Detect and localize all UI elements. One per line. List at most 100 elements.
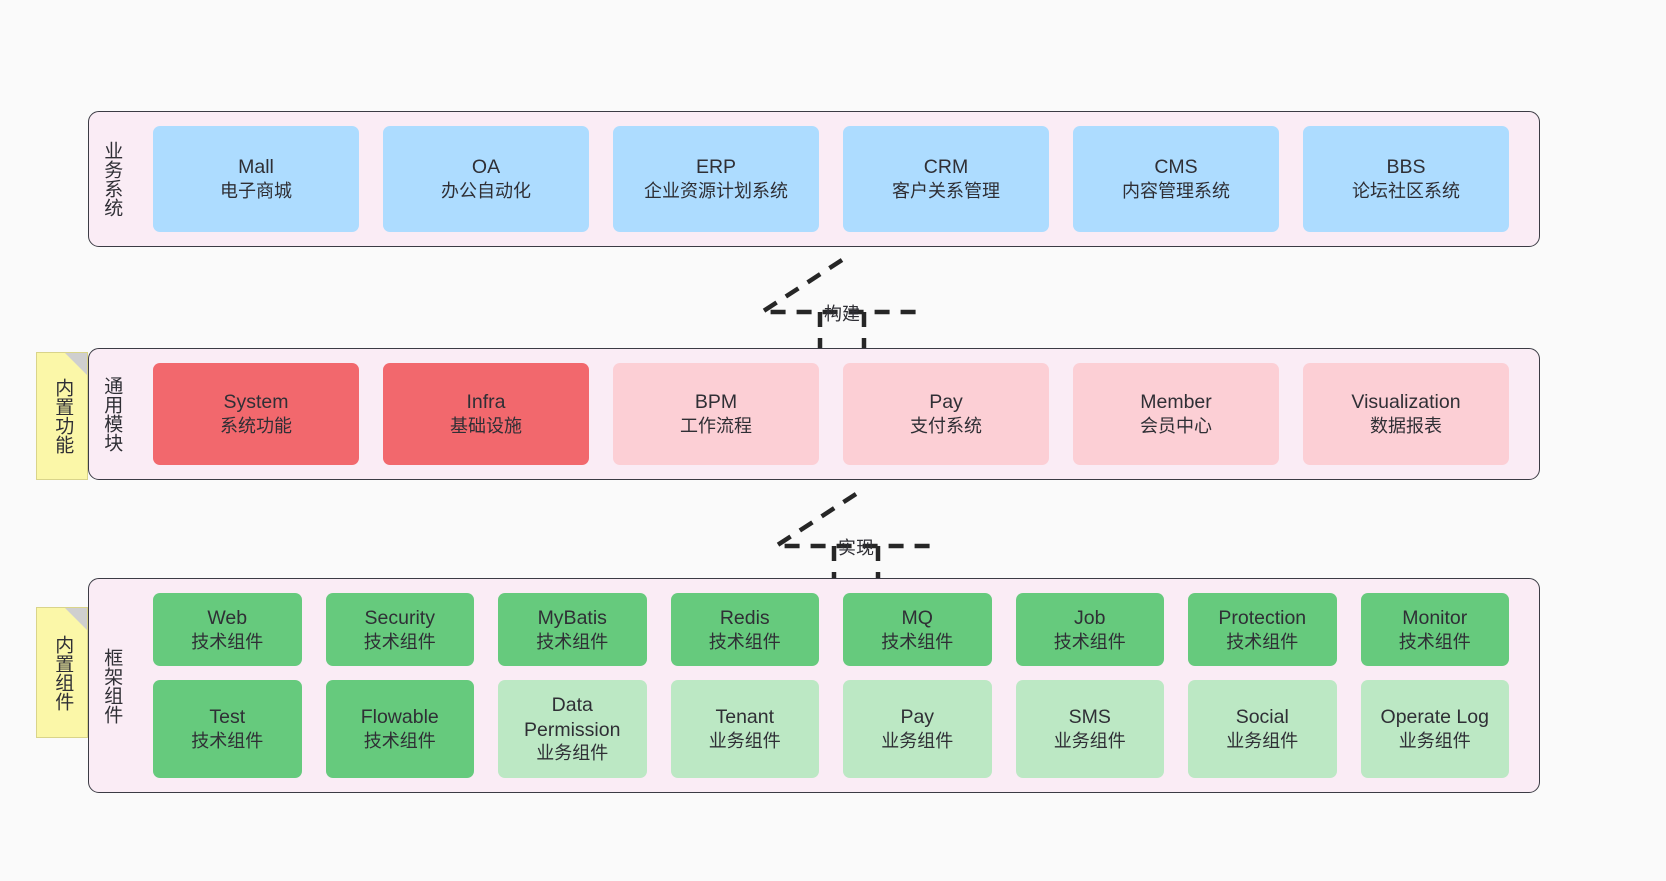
layer-title-framework: 框架组件 — [101, 647, 123, 724]
box-mq[interactable]: MQ 技术组件 — [843, 593, 992, 667]
box-crm[interactable]: CRM 客户关系管理 — [843, 126, 1049, 232]
box-test[interactable]: Test 技术组件 — [153, 680, 302, 778]
box-flowable-subtitle: 技术组件 — [363, 731, 436, 752]
box-crm-title: CRM — [923, 156, 969, 179]
box-operate-log-subtitle: 业务组件 — [1398, 731, 1471, 752]
layer-title-business: 业务系统 — [101, 141, 123, 217]
box-erp-subtitle: 企业资源计划系统 — [644, 180, 788, 201]
box-web[interactable]: Web 技术组件 — [153, 593, 302, 667]
box-test-title: Test — [209, 706, 246, 729]
note-built-in-features: 内置功能 — [36, 352, 88, 480]
box-oa[interactable]: OA 办公自动化 — [383, 126, 589, 232]
box-bbs-subtitle: 论坛社区系统 — [1352, 180, 1460, 201]
box-pay-module[interactable]: Pay 支付系统 — [843, 363, 1049, 465]
box-mq-subtitle: 技术组件 — [881, 631, 954, 652]
box-visualization[interactable]: Visualization 数据报表 — [1303, 363, 1509, 465]
box-redis-title: Redis — [719, 606, 770, 629]
box-bpm[interactable]: BPM 工作流程 — [613, 363, 819, 465]
box-social[interactable]: Social 业务组件 — [1188, 680, 1337, 778]
box-security-subtitle: 技术组件 — [363, 631, 436, 652]
box-pay-component[interactable]: Pay 业务组件 — [843, 680, 992, 778]
box-tenant[interactable]: Tenant 业务组件 — [670, 680, 819, 778]
box-infra-title: Infra — [466, 391, 506, 414]
box-security-title: Security — [364, 606, 435, 629]
box-member-title: Member — [1140, 391, 1212, 414]
box-cms-subtitle: 内容管理系统 — [1122, 180, 1230, 201]
box-tenant-title: Tenant — [715, 706, 775, 729]
box-job[interactable]: Job 技术组件 — [1015, 593, 1164, 667]
box-job-title: Job — [1074, 606, 1106, 629]
box-test-subtitle: 技术组件 — [191, 731, 264, 752]
box-sms-subtitle: 业务组件 — [1053, 731, 1126, 752]
box-member[interactable]: Member 会员中心 — [1073, 363, 1279, 465]
box-cms[interactable]: CMS 内容管理系统 — [1073, 126, 1279, 232]
box-system-title: System — [223, 391, 289, 414]
box-web-title: Web — [207, 606, 248, 629]
box-security[interactable]: Security 技术组件 — [325, 593, 474, 667]
box-mall-title: Mall — [238, 156, 274, 179]
note-fold-corner-icon — [65, 608, 87, 630]
layer-framework-components: 框架组件 Web 技术组件 Security 技术组件 MyBatis 技术组件… — [88, 578, 1540, 793]
box-oa-subtitle: 办公自动化 — [441, 180, 531, 201]
layer-common-cells: System 系统功能 Infra 基础设施 BPM 工作流程 Pay 支付系统… — [133, 349, 1539, 479]
framework-business-row: Test 技术组件 Flowable 技术组件 Data Permission … — [141, 680, 1521, 778]
box-monitor-title: Monitor — [1402, 606, 1468, 629]
box-monitor[interactable]: Monitor 技术组件 — [1360, 593, 1509, 667]
box-erp[interactable]: ERP 企业资源计划系统 — [613, 126, 819, 232]
box-bpm-subtitle: 工作流程 — [680, 415, 752, 436]
box-pay-component-subtitle: 业务组件 — [881, 731, 954, 752]
box-bbs-title: BBS — [1386, 156, 1426, 179]
box-flowable[interactable]: Flowable 技术组件 — [325, 680, 474, 778]
box-data-permission[interactable]: Data Permission 业务组件 — [498, 680, 647, 778]
box-protection-subtitle: 技术组件 — [1226, 631, 1299, 652]
layer-framework-cells: Web 技术组件 Security 技术组件 MyBatis 技术组件 Redi… — [133, 579, 1539, 792]
layer-business-cells: Mall 电子商城 OA 办公自动化 ERP 企业资源计划系统 CRM 客户关系… — [133, 112, 1539, 246]
box-system[interactable]: System 系统功能 — [153, 363, 359, 465]
box-mall[interactable]: Mall 电子商城 — [153, 126, 359, 232]
note-fold-corner-icon — [65, 353, 87, 375]
box-data-permission-title: Data Permission — [524, 694, 621, 741]
box-operate-log-title: Operate Log — [1380, 706, 1489, 729]
connector-build: 构建 — [754, 256, 926, 360]
layer-common-modules: 通用模块 System 系统功能 Infra 基础设施 BPM 工作流程 Pay… — [88, 348, 1540, 480]
box-protection[interactable]: Protection 技术组件 — [1188, 593, 1337, 667]
box-infra-subtitle: 基础设施 — [450, 415, 522, 436]
box-mybatis-title: MyBatis — [537, 606, 607, 629]
layer-title-common: 通用模块 — [101, 376, 123, 452]
box-cms-title: CMS — [1154, 156, 1198, 179]
box-sms-title: SMS — [1068, 706, 1111, 729]
box-mybatis[interactable]: MyBatis 技术组件 — [498, 593, 647, 667]
box-data-permission-subtitle: 业务组件 — [536, 743, 609, 764]
box-redis[interactable]: Redis 技术组件 — [670, 593, 819, 667]
box-bbs[interactable]: BBS 论坛社区系统 — [1303, 126, 1509, 232]
layer-business-systems: 业务系统 Mall 电子商城 OA 办公自动化 ERP 企业资源计划系统 CRM… — [88, 111, 1540, 247]
box-infra[interactable]: Infra 基础设施 — [383, 363, 589, 465]
box-visualization-title: Visualization — [1351, 391, 1461, 414]
box-member-subtitle: 会员中心 — [1140, 415, 1212, 436]
framework-tech-row: Web 技术组件 Security 技术组件 MyBatis 技术组件 Redi… — [141, 593, 1521, 667]
note-built-in-features-label: 内置功能 — [52, 378, 74, 454]
box-tenant-subtitle: 业务组件 — [708, 731, 781, 752]
box-social-subtitle: 业务组件 — [1226, 731, 1299, 752]
box-crm-subtitle: 客户关系管理 — [892, 180, 1000, 201]
box-flowable-title: Flowable — [360, 706, 439, 729]
box-operate-log[interactable]: Operate Log 业务组件 — [1360, 680, 1509, 778]
box-pay-component-title: Pay — [900, 706, 935, 729]
box-sms[interactable]: SMS 业务组件 — [1015, 680, 1164, 778]
box-oa-title: OA — [471, 156, 501, 179]
box-mybatis-subtitle: 技术组件 — [536, 631, 609, 652]
box-pay-module-subtitle: 支付系统 — [910, 415, 982, 436]
box-erp-title: ERP — [695, 156, 737, 179]
arrow-head-implement — [768, 492, 936, 549]
box-pay-module-title: Pay — [929, 391, 963, 414]
box-social-title: Social — [1235, 706, 1289, 729]
box-redis-subtitle: 技术组件 — [708, 631, 781, 652]
arrow-head-build — [754, 258, 922, 315]
box-system-subtitle: 系统功能 — [220, 415, 292, 436]
box-monitor-subtitle: 技术组件 — [1398, 631, 1471, 652]
note-built-in-components-label: 内置组件 — [52, 634, 74, 711]
box-bpm-title: BPM — [694, 391, 738, 414]
box-protection-title: Protection — [1218, 606, 1307, 629]
box-web-subtitle: 技术组件 — [191, 631, 264, 652]
